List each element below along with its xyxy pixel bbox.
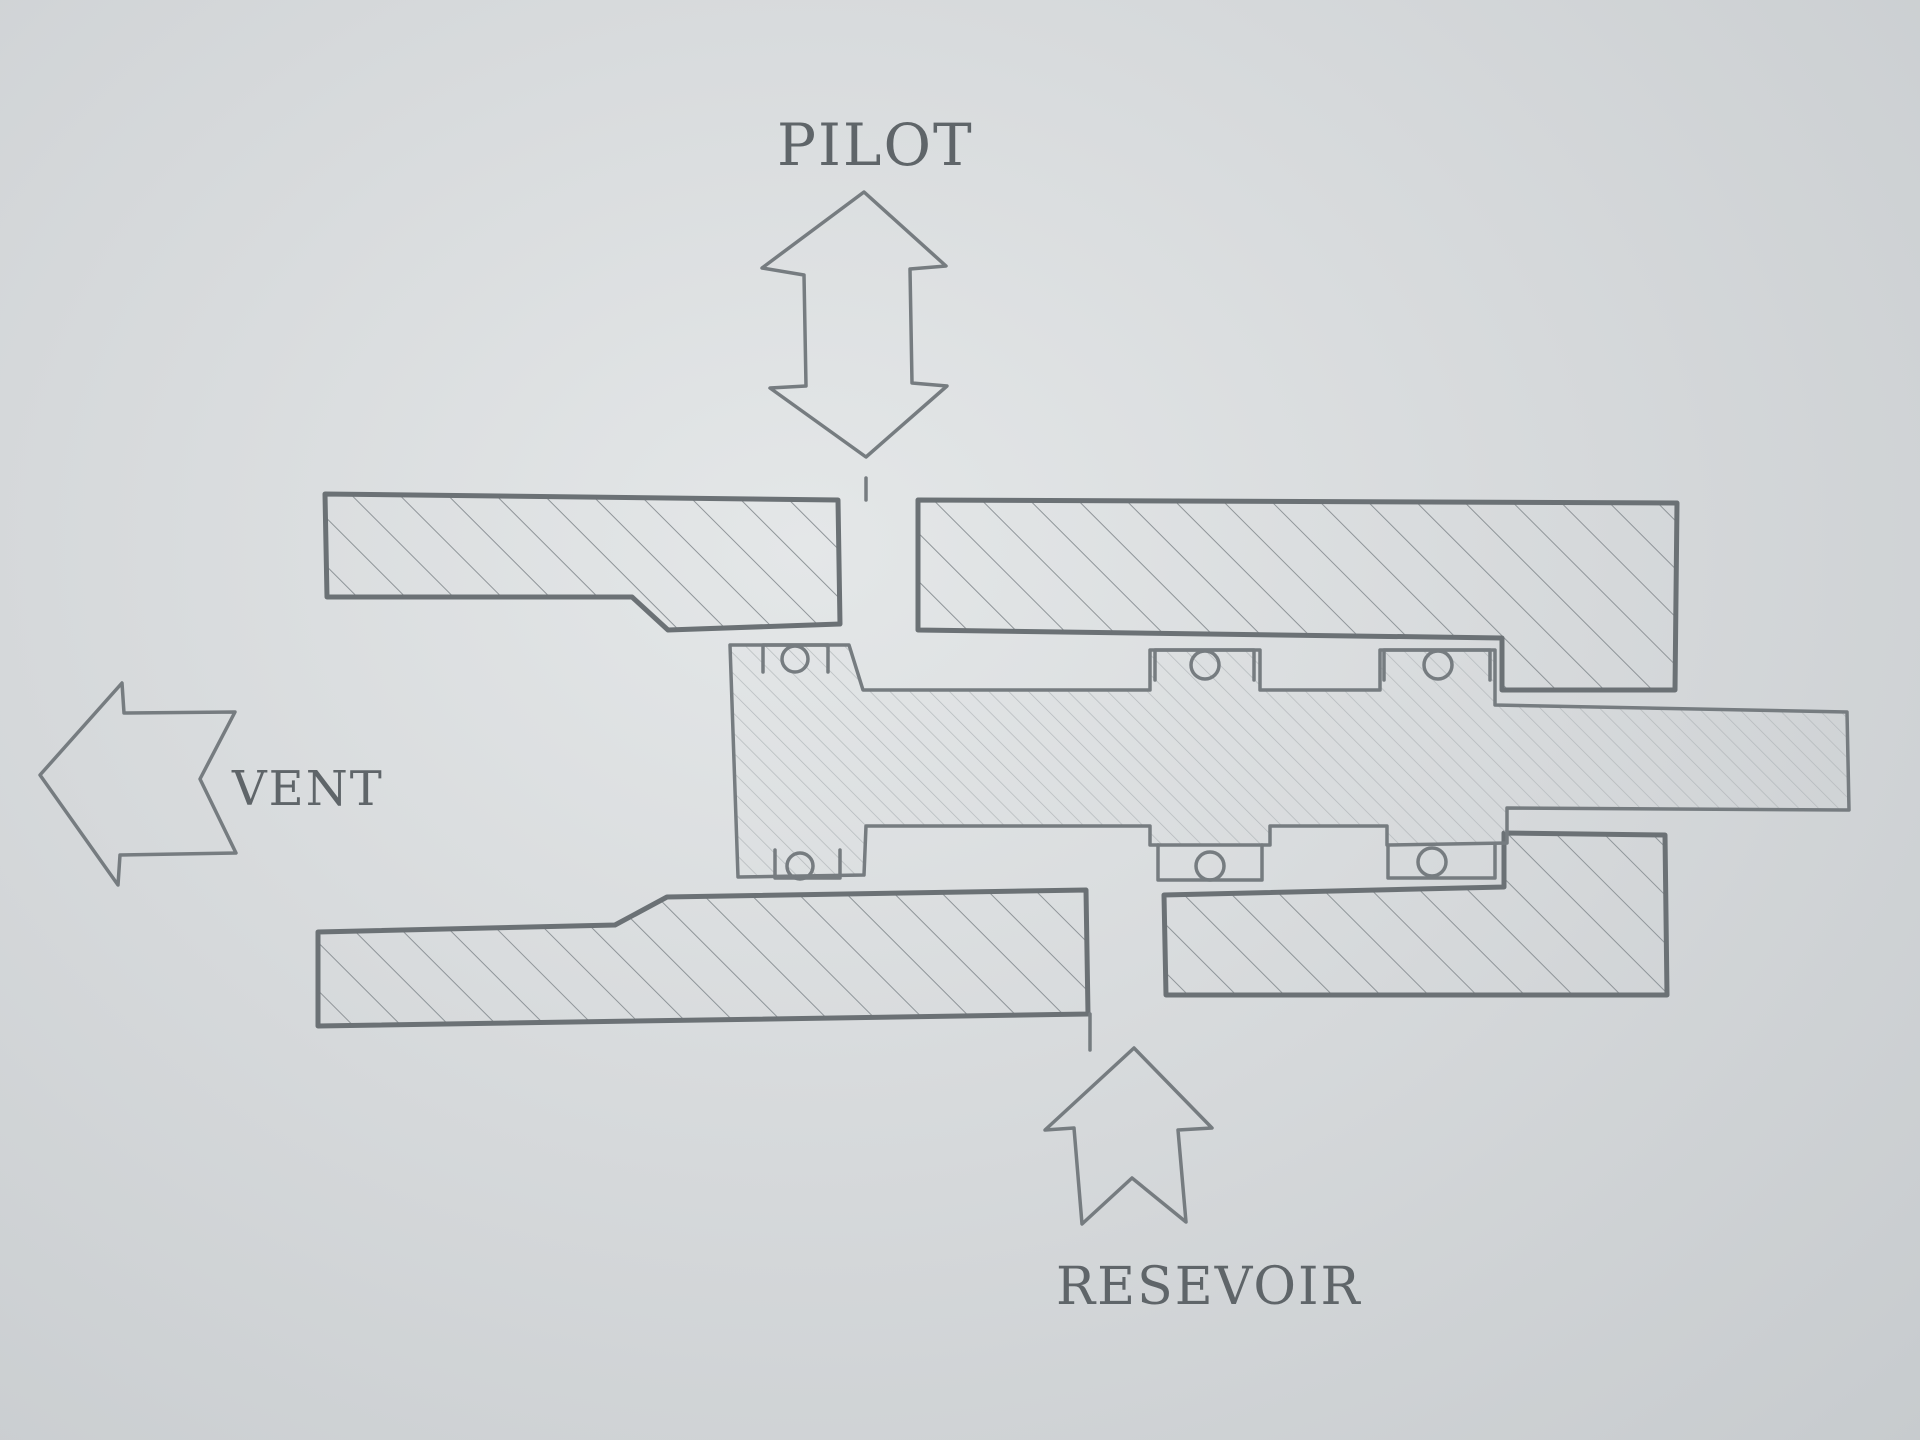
housing-lower-right (1161, 830, 1670, 998)
vent-label: VENT (231, 761, 384, 817)
o-ring-upper-1 (780, 644, 810, 674)
spool (728, 643, 1851, 879)
pilot-double-arrow (760, 190, 949, 459)
reservoir-label: RESEVOIR (1056, 1257, 1362, 1317)
o-ring-lower-2 (1194, 850, 1226, 882)
housing-lower-left (315, 887, 1091, 1029)
housing-upper-right (915, 497, 1680, 693)
o-ring-upper-2 (1189, 649, 1221, 681)
seal-groove-lower-3 (1386, 843, 1497, 880)
vent-arrow (38, 681, 238, 887)
reservoir-arrow (1043, 1046, 1214, 1226)
o-ring-lower-3 (1416, 846, 1448, 878)
o-ring-upper-3 (1422, 649, 1454, 681)
o-ring-lower-1 (785, 851, 815, 881)
pilot-label: PILOT (777, 111, 974, 179)
housing-upper-left (322, 491, 843, 633)
